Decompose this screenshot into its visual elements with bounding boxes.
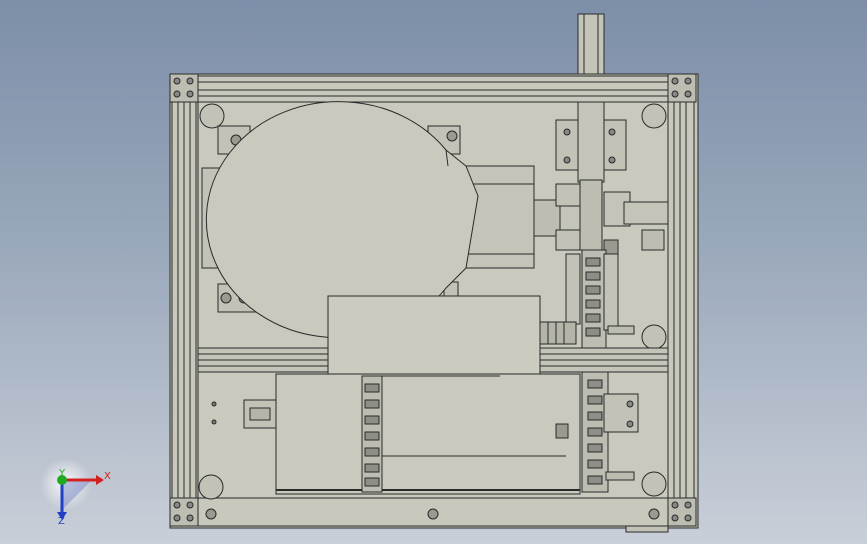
corner-block-bottom-left (169, 497, 199, 527)
housing-vent (555, 423, 569, 439)
proximity-sensor-upper (607, 325, 635, 335)
plate-hole-mr (641, 324, 667, 350)
assembly-model[interactable] (169, 13, 699, 533)
chain-links-upper (585, 257, 601, 337)
triad-x-arrow (96, 475, 104, 485)
gear-housing (579, 179, 603, 251)
corner-block-top-right (667, 73, 697, 103)
triad-y-label: Y (58, 468, 66, 479)
proximity-sensor-lower (605, 471, 635, 481)
chain-links-lower-right (587, 379, 603, 485)
chain-side-plate-left (565, 253, 581, 325)
bolt-bottom-3 (648, 508, 660, 520)
cover-block (327, 295, 541, 375)
sensor-arm (623, 201, 669, 225)
foot-bracket (625, 525, 669, 533)
bearing-block-lower (555, 229, 581, 251)
bolt-bottom-1 (205, 508, 217, 520)
coordinate-triad[interactable]: X Y Z (40, 458, 111, 527)
rail-block-left (555, 119, 579, 171)
triad-x-label: X (104, 471, 111, 482)
bracket-right-lower (603, 393, 639, 433)
frame-right-extrusion (667, 99, 695, 501)
bolt-bottom-2 (427, 508, 439, 520)
sensor-body (641, 229, 665, 251)
chain-links-lower-left (364, 383, 380, 487)
vertical-rail-top (577, 13, 605, 77)
lower-housing (275, 373, 581, 495)
plate-hole-tr (641, 103, 667, 129)
frame-top-extrusion (195, 75, 669, 103)
triad-z-arrow (57, 512, 67, 520)
slider-carriage (577, 101, 605, 183)
corner-block-bottom-right (667, 497, 697, 527)
plate-hole-br (641, 471, 667, 497)
plate-hole-bl (198, 474, 224, 500)
chain-side-plate-right (603, 253, 619, 331)
bearing-block-upper (555, 183, 581, 207)
rail-block-right (603, 119, 627, 171)
plate-hole-tl (199, 103, 225, 129)
large-disc (205, 101, 479, 339)
triad-y-axis (57, 475, 67, 485)
triad-z-label: Z (58, 516, 65, 527)
triad-xz-plane (62, 480, 92, 510)
corner-block-top-left (169, 73, 199, 103)
small-sprocket (539, 321, 577, 345)
